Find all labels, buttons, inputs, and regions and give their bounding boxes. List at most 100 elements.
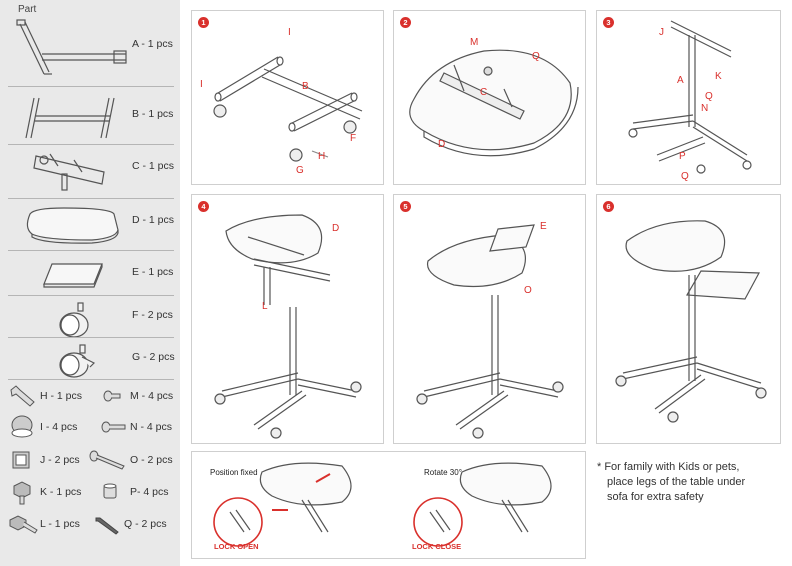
long-knob-icon	[9, 515, 38, 534]
part-d-label: D - 1 pcs	[132, 214, 175, 226]
callout-d: D	[438, 139, 446, 150]
part-o-label: O - 2 pcs	[130, 454, 173, 466]
part-f: F - 2 pcs	[8, 297, 174, 338]
part-a-label: A - 1 pcs	[132, 38, 173, 50]
divider	[8, 337, 174, 338]
part-e: E - 1 pcs	[8, 252, 174, 294]
parts-title: Part	[18, 4, 37, 15]
safety-note-line-3: sofa for extra safety	[607, 491, 704, 503]
safety-note: * For family with Kids or pets, place le…	[597, 460, 787, 505]
lock-open-label: LOCK OPEN	[214, 542, 259, 551]
step-6-illustration	[615, 220, 767, 423]
side-tray-part	[43, 263, 103, 288]
callout-g: G	[296, 165, 304, 176]
part-c: C - 1 pcs	[8, 146, 174, 196]
callout-c: C	[480, 87, 488, 98]
step-4-illustration	[214, 214, 362, 439]
divider	[8, 86, 174, 87]
part-b: B - 1 pcs	[8, 88, 174, 144]
callout-n: N	[701, 103, 709, 114]
part-k-label: K - 1 pcs	[40, 486, 82, 498]
stand-column-part	[16, 19, 127, 75]
part-e-label: E - 1 pcs	[132, 266, 174, 278]
step-2-illustration	[409, 49, 579, 157]
callout-b: B	[302, 81, 309, 92]
lock-close-label: LOCK CLOSE	[412, 542, 462, 551]
callout-e: E	[540, 221, 547, 232]
part-g: G - 2 pcs	[8, 339, 175, 379]
position-fixed-caption: Position fixed	[210, 468, 258, 477]
base-frame-part	[25, 97, 115, 139]
step-2-badge: 2	[400, 17, 411, 28]
step-1-badge: 1	[198, 17, 209, 28]
rotate-caption: Rotate 30°	[424, 468, 462, 477]
end-cap-icon	[11, 415, 33, 438]
part-b-label: B - 1 pcs	[132, 108, 174, 120]
step-4-badge: 4	[198, 201, 209, 212]
step-4-panel: 4 D L	[191, 194, 384, 444]
step-3-badge: 3	[603, 17, 614, 28]
part-d: D - 1 pcs	[8, 200, 174, 248]
callout-q: Q	[681, 171, 689, 182]
callout-i: I	[200, 79, 203, 90]
part-i-label: I - 4 pcs	[40, 421, 78, 433]
part-l-label: L - 1 pcs	[40, 518, 80, 530]
tilt-illustration	[213, 462, 552, 547]
part-p-label: P- 4 pcs	[130, 486, 169, 498]
tilt-panel: Position fixed Rotate 30° LOCK OPEN LOCK…	[191, 451, 586, 559]
step-3-panel: 3 J A K Q N P Q	[596, 10, 781, 185]
divider	[8, 295, 174, 296]
callout-d: D	[332, 223, 340, 234]
callout-i: I	[288, 27, 291, 38]
long-screw-icon	[89, 450, 125, 470]
callout-q: Q	[705, 91, 713, 102]
divider	[8, 144, 174, 145]
divider	[8, 250, 174, 251]
tilt-bracket-part	[33, 153, 105, 191]
part-o: O - 2 pcs	[88, 446, 178, 474]
callout-l: L	[262, 301, 268, 312]
part-a: A - 1 pcs	[8, 14, 174, 84]
callout-j: J	[659, 27, 664, 38]
caster-wheel-part	[59, 302, 89, 338]
callout-a: A	[677, 75, 684, 86]
part-n-label: N - 4 pcs	[130, 421, 173, 433]
callout-q: Q	[532, 51, 540, 62]
locking-caster-part	[59, 344, 96, 378]
callout-h: H	[318, 151, 326, 162]
medium-screw-icon	[101, 421, 126, 433]
hex-key-icon	[95, 517, 119, 535]
barrel-nut-icon	[103, 483, 117, 499]
step-1-illustration	[213, 56, 363, 162]
step-2-panel: 2 M Q C D	[393, 10, 586, 185]
callout-o: O	[524, 285, 532, 296]
callout-m: M	[470, 37, 479, 48]
part-j-label: J - 2 pcs	[40, 454, 80, 466]
part-c-label: C - 1 pcs	[132, 160, 175, 172]
knob-icon	[13, 481, 31, 505]
divider	[8, 198, 174, 199]
square-cap-icon	[12, 451, 30, 469]
parts-sidebar: Part A - 1 pcs B - 1 pcs	[0, 0, 180, 566]
short-screw-icon	[103, 390, 121, 402]
step-6-badge: 6	[603, 201, 614, 212]
callout-p: P	[679, 151, 686, 162]
step-3-illustration	[628, 20, 752, 174]
safety-note-line-2: place legs of the table under	[607, 476, 746, 488]
step-6-panel: 6	[596, 194, 781, 444]
part-h-label: H - 1 pcs	[40, 390, 83, 402]
part-m-label: M - 4 pcs	[130, 390, 174, 402]
safety-note-line-1: * For family with Kids or pets,	[597, 461, 740, 473]
step-1-panel: 1 I I B F G H	[191, 10, 384, 185]
part-q-label: Q - 2 pcs	[124, 518, 167, 530]
step-5-panel: 5 E O	[393, 194, 586, 444]
step-5-badge: 5	[400, 201, 411, 212]
callout-k: K	[715, 71, 722, 82]
step-5-illustration	[416, 224, 564, 439]
divider	[8, 379, 174, 380]
part-f-label: F - 2 pcs	[132, 309, 173, 321]
wrench-icon	[10, 385, 35, 407]
main-tabletop-part	[26, 207, 119, 244]
callout-f: F	[350, 133, 357, 144]
part-g-label: G - 2 pcs	[132, 351, 175, 363]
